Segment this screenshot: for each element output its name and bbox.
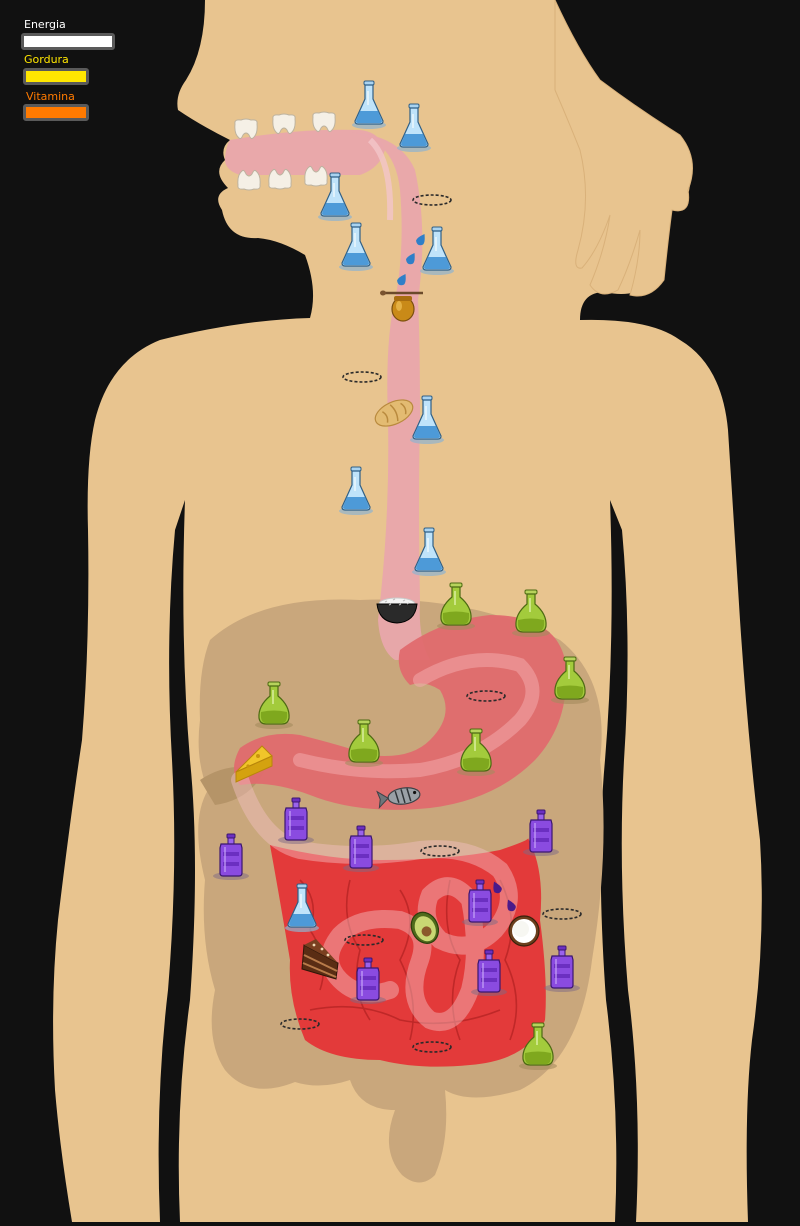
avocado-icon[interactable]	[406, 908, 443, 948]
energy-label: Energia	[24, 18, 66, 31]
vitamin-bar	[23, 104, 89, 121]
small-intestine	[231, 771, 518, 1031]
oral-cavity	[224, 129, 385, 175]
vitamin-label: Vitamina	[26, 90, 75, 103]
fat-bar	[23, 68, 89, 85]
bread-icon[interactable]	[371, 395, 417, 432]
fat-label: Gordura	[24, 53, 69, 66]
honey-pot-icon[interactable]	[380, 290, 423, 322]
chocolate-cake-icon[interactable]	[301, 939, 339, 980]
energy-bar-fill	[24, 36, 112, 47]
vitamin-bar-fill	[26, 107, 86, 118]
cheese-icon[interactable]	[235, 745, 273, 783]
fish-icon[interactable]	[376, 786, 421, 809]
coconut-icon[interactable]	[508, 915, 540, 947]
energy-bar	[21, 33, 115, 50]
rice-bowl-icon[interactable]	[376, 597, 418, 624]
fat-bar-fill	[26, 71, 86, 82]
